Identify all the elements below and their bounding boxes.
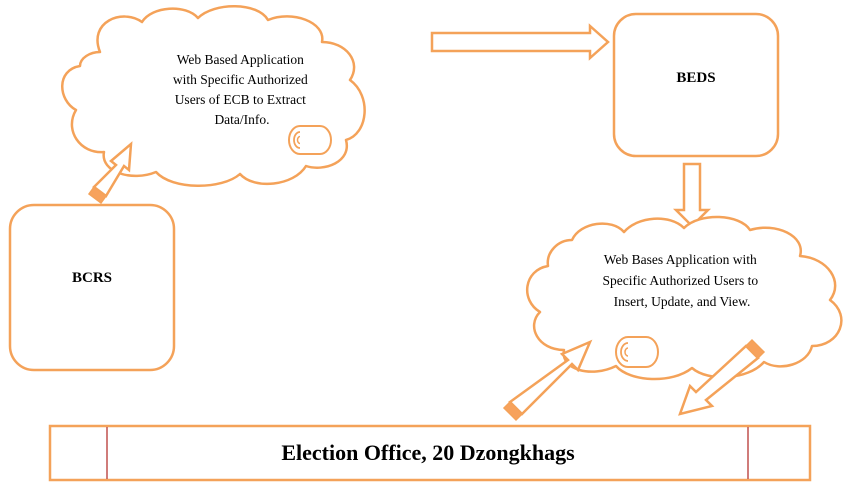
beds-label: BEDS <box>676 70 715 86</box>
cloud-bottom-line-2: Specific Authorized Users to <box>603 273 759 288</box>
election-office-label: Election Office, 20 Dzongkhags <box>281 440 575 465</box>
cloud-top-line-1: Web Based Application <box>177 52 304 67</box>
beds-node: BEDS <box>612 12 780 158</box>
arrow-up-right-icon <box>87 141 133 205</box>
cloud-bottom-line-1: Web Bases Application with <box>604 252 757 267</box>
arrow-down-left-icon <box>678 338 766 416</box>
cloud-shape <box>525 215 843 381</box>
election-office-node: Election Office, 20 Dzongkhags <box>48 424 812 482</box>
bcrs-node: BCRS <box>8 203 176 372</box>
bcrs-label: BCRS <box>72 270 112 286</box>
cloud-top-line-3: Users of ECB to Extract <box>175 92 306 107</box>
database-icon <box>615 336 659 368</box>
cloud-top-line-2: with Specific Authorized <box>173 72 308 87</box>
svg-text:Web Based Application wi: Web Based Application with Specific Auth… <box>173 52 311 127</box>
svg-text:Web Bases Application with: Web Bases Application with Specific Auth… <box>603 252 762 309</box>
arrow-right-icon <box>430 23 610 61</box>
arrow-up-right-icon <box>502 339 593 422</box>
cloud-web-insert: Web Bases Application with Specific Auth… <box>525 215 843 381</box>
database-icon <box>288 125 332 155</box>
arrow-down-icon <box>672 162 712 228</box>
cloud-top-line-4: Data/Info. <box>214 112 269 127</box>
cloud-bottom-line-3: Insert, Update, and View. <box>614 294 751 309</box>
cloud-web-extract: Web Based Application with Specific Auth… <box>61 5 366 187</box>
